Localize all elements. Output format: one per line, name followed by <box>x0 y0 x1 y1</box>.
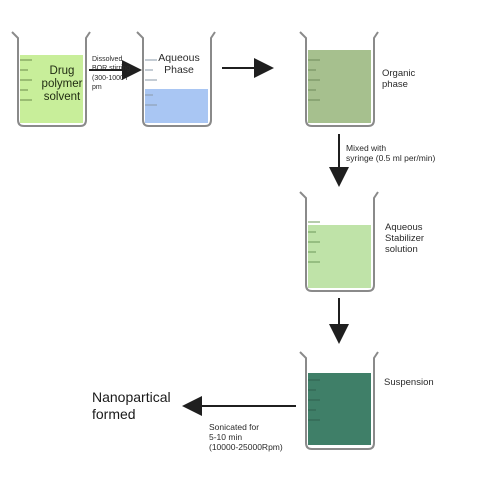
beaker-marks <box>308 221 320 263</box>
beaker-liquid <box>20 55 83 123</box>
beaker-label-aqueous-phase: Aqueous Phase <box>158 52 200 77</box>
beaker-organic-phase <box>299 31 379 127</box>
beaker-suspension <box>299 351 379 450</box>
beaker-liquid <box>308 50 371 123</box>
label-suspension: Suspension <box>384 377 434 388</box>
beaker-glass <box>136 31 216 127</box>
beaker-drug-polymer-solvent <box>11 31 91 127</box>
beaker-marks <box>308 59 320 101</box>
label-stabilizer-solution: Aqueous Stabilizer solution <box>385 222 425 256</box>
beaker-liquid <box>308 373 371 445</box>
beaker-stabilizer-solution <box>299 191 379 292</box>
beaker-label-drug-polymer-solvent: Drug polymer solvent <box>41 65 83 104</box>
beaker-marks <box>308 379 320 421</box>
result-nanoparticle-formed: Nanopartical formed <box>92 389 171 422</box>
beaker-glass <box>299 31 379 127</box>
beaker-glass <box>299 351 379 450</box>
step-dissolved-stirring: Dissolved BOR stirring (300-1000 r pm <box>92 56 131 92</box>
beaker-liquid <box>145 89 208 123</box>
label-organic-phase: Organic phase <box>382 68 416 91</box>
beaker-liquid <box>308 225 371 288</box>
beaker-glass <box>11 31 91 127</box>
beaker-aqueous-phase <box>136 31 216 127</box>
step-sonicated: Sonicated for 5-10 min (10000-25000Rpm) <box>209 422 283 453</box>
beaker-glass <box>299 191 379 292</box>
beaker-marks <box>20 59 32 101</box>
beaker-marks <box>145 59 157 106</box>
step-mixed-syringe: Mixed with syringe (0.5 ml per/min) <box>346 143 436 164</box>
